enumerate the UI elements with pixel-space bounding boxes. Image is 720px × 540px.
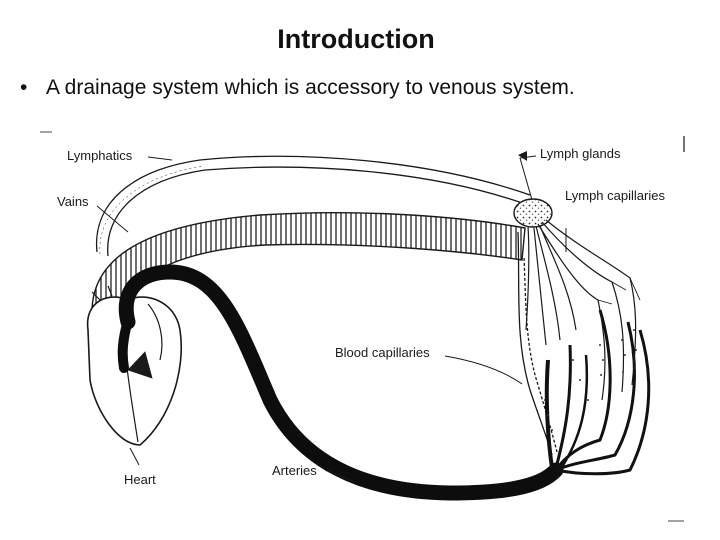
slide-title: Introduction	[277, 24, 435, 54]
lymph-glands-leader	[519, 155, 537, 201]
label-lymphatics: Lymphatics	[67, 148, 133, 163]
arteries-leader	[324, 469, 356, 483]
label-arteries: Arteries	[272, 463, 317, 478]
blood-capillaries	[544, 309, 651, 476]
bullet-item: • A drainage system which is accessory to…	[20, 76, 575, 100]
artery-vessel	[118, 264, 564, 501]
heart-leader	[129, 447, 140, 466]
lymph-capillaries	[525, 219, 641, 401]
heart-organ	[86, 285, 183, 446]
leader-lines	[96, 155, 567, 483]
label-blood-capillaries: Blood capillaries	[335, 345, 430, 360]
bullet-marker: •	[20, 76, 28, 99]
lymph-gland	[513, 198, 553, 228]
veins-leader	[96, 205, 129, 233]
label-veins: Vains	[57, 194, 89, 209]
label-heart: Heart	[124, 472, 156, 487]
lymphatics-leader	[147, 156, 173, 161]
vein-branch	[517, 231, 553, 456]
vein-vessel	[91, 211, 526, 319]
artery-vessel-tip	[117, 323, 131, 373]
blood-capillaries-leader	[444, 355, 523, 385]
label-lymph-capillaries: Lymph capillaries	[565, 188, 665, 203]
lymph-glands-arrowhead	[518, 151, 527, 161]
bullet-text: A drainage system which is accessory to …	[46, 76, 575, 99]
lymphatics-vessel	[95, 155, 531, 257]
label-lymph-glands: Lymph glands	[540, 146, 621, 161]
capillary-stipple	[544, 329, 637, 431]
